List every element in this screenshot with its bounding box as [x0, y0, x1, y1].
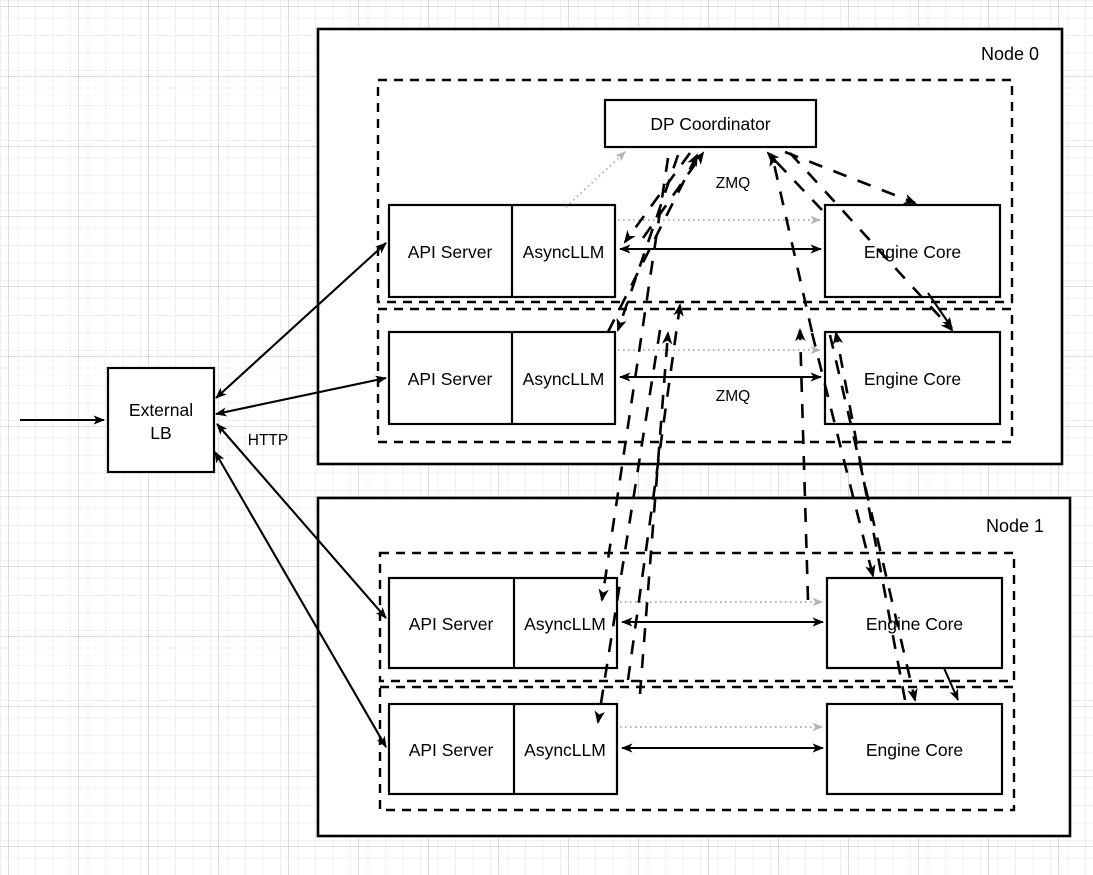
n0-g0-api-server-label: API Server: [408, 242, 493, 262]
dp-dashed-coord-to-n0-g0-engine: [784, 150, 917, 205]
dp-dashed-coord-to-n0-g0-async: [623, 152, 692, 244]
n1-g1-engine-core-label: Engine Core: [866, 740, 963, 760]
dp-dashed-n0-g1-async-up: [606, 153, 699, 333]
node-1-group-1-boundary: [378, 685, 1016, 812]
n1-g0-api-async-box[interactable]: [387, 576, 619, 670]
http-label: HTTP: [248, 432, 288, 449]
node-0-group-0-boundary: [376, 78, 1014, 304]
node-1-title: Node 1: [986, 516, 1044, 536]
http-arrow-n0-g1: [215, 375, 387, 417]
n1-g1-async-llm-label: AsyncLLM: [524, 740, 606, 760]
n1-g0-api-server-label: API Server: [409, 614, 494, 634]
dp-dashed-n1-g0-engine-up: [795, 328, 810, 601]
n0-g0-engine-core-box[interactable]: [823, 203, 1002, 299]
n1-g0-async-llm-label: AsyncLLM: [524, 614, 606, 634]
http-arrow-n0-g0: [215, 242, 387, 399]
n0-g1-api-server-label: API Server: [408, 369, 493, 389]
n0-g1-api-async-box[interactable]: [387, 330, 617, 426]
n1-g0-engine-core-label: Engine Core: [866, 614, 963, 634]
external-lb-label-line2: LB: [150, 423, 171, 443]
n0-g0-async-llm-label: AsyncLLM: [523, 242, 605, 262]
dp-coordinator-box[interactable]: [603, 98, 818, 149]
n1-g1-api-async-box[interactable]: [387, 702, 619, 796]
n1-g1-api-server-label: API Server: [409, 740, 494, 760]
dp-dashed-coord-to-n1-g0-async: [598, 157, 670, 602]
dp-dashed-n1-g1-async-up: [638, 331, 673, 695]
n0-g1-engine-core-label: Engine Core: [864, 369, 961, 389]
http-arrow-n1-g1: [214, 451, 387, 748]
dp-dashed-coord-to-n0-g1-async: [616, 154, 680, 332]
dp-dashed-coord-to-n0-g1-engine: [789, 152, 954, 332]
external-lb-box[interactable]: [106, 366, 216, 474]
dp-coordinator-label: DP Coordinator: [650, 114, 770, 134]
zmq-label-node0-top: ZMQ: [716, 175, 750, 192]
n0-g0-engine-core-label: Engine Core: [864, 242, 961, 262]
dp-dashed-n0-g1-engine-up: [769, 153, 814, 333]
stat-dotted-async-to-coordinator: [565, 151, 626, 208]
dp-dashed-coord-to-n1-g0-engine: [810, 332, 876, 578]
engine-chain-n0: [927, 292, 953, 329]
n0-g1-async-llm-label: AsyncLLM: [523, 369, 605, 389]
engine-chain-n1: [943, 667, 959, 701]
n0-g0-api-async-box[interactable]: [387, 203, 617, 299]
node-0-title: Node 0: [981, 44, 1039, 64]
dp-dashed-n1-g0-async-up: [626, 303, 684, 681]
dp-dashed-n0-g0-async-up: [641, 151, 705, 239]
zmq-label-node0-bottom: ZMQ: [716, 388, 750, 405]
n1-g0-engine-core-box[interactable]: [825, 576, 1004, 670]
external-lb-label-line1: External: [129, 400, 193, 420]
dp-dashed-n1-g1-engine-up: [832, 331, 907, 701]
n0-g1-engine-core-box[interactable]: [823, 330, 1002, 426]
dp-dashed-coord-to-n1-g1-engine: [828, 334, 918, 702]
n1-g1-engine-core-box[interactable]: [825, 702, 1004, 796]
